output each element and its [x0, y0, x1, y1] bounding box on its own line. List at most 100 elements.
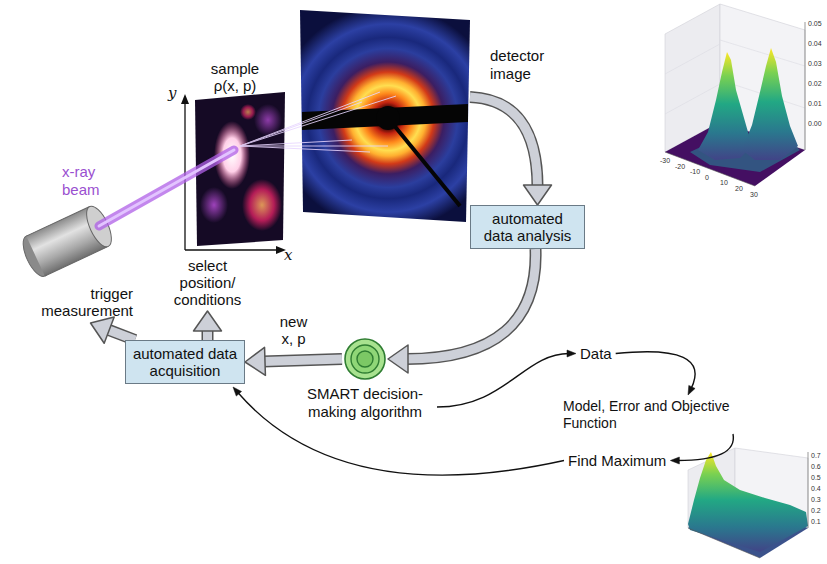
arrow-outline — [263, 359, 342, 361]
tick-label: -30 — [660, 157, 670, 165]
flow-line — [670, 434, 733, 464]
flow-arrow — [470, 97, 552, 205]
tick-label: 0.6 — [811, 463, 821, 471]
action-label: select position/ conditions — [160, 257, 255, 308]
step-text: Data — [580, 345, 612, 362]
illustration-part — [99, 150, 234, 226]
step-label: Find Maximum — [568, 452, 666, 469]
illustration-part — [99, 150, 234, 226]
tick-label: 0.02 — [808, 80, 822, 88]
axis-label: y — [168, 84, 176, 102]
arrow-outline — [470, 97, 538, 187]
tick-label: -10 — [690, 168, 700, 176]
arrow-line — [437, 354, 569, 408]
illustration-part — [300, 10, 470, 222]
algorithm-circle: SMART decision-making algorithm — [295, 337, 435, 421]
process-box: automated data analysis — [470, 205, 585, 249]
xray-source — [18, 203, 116, 280]
tick-label: 0.7 — [811, 452, 821, 460]
flow-line — [437, 350, 576, 407]
tick-label: 30 — [750, 191, 758, 199]
arrow-head — [388, 345, 408, 373]
sample-label: sample ρ(x, p) — [198, 60, 272, 94]
illustration-part — [181, 94, 189, 104]
flow-arrow — [194, 311, 222, 340]
box-text: automated data acquisition — [132, 345, 238, 379]
illustration-part — [688, 528, 760, 558]
step-label: Data — [580, 345, 612, 362]
arrow-outline — [406, 249, 536, 359]
illustration-part — [185, 249, 277, 250]
xray-beam — [99, 150, 234, 226]
illustration-part — [742, 48, 798, 160]
flow-arrow — [388, 249, 536, 373]
illustration-part — [808, 452, 809, 528]
arrow-line — [677, 434, 733, 461]
arrow-head — [233, 387, 242, 396]
illustration-part — [240, 96, 396, 146]
detector-image — [300, 10, 470, 222]
ring — [351, 345, 379, 373]
action-label: trigger measurement — [18, 285, 133, 319]
arrow-head — [688, 385, 695, 395]
surface-plot-objective — [688, 448, 808, 558]
step-text: Model, Error and Objective Function — [563, 398, 753, 432]
step-text: Find Maximum — [568, 452, 666, 469]
arrow-body — [263, 359, 342, 361]
tick-label: 0.00 — [808, 120, 822, 128]
illustration-part — [302, 104, 468, 130]
scattered-rays — [240, 92, 396, 152]
tick-label: 0.1 — [811, 518, 821, 526]
arrow-head — [194, 311, 222, 331]
illustration-part — [688, 452, 808, 552]
illustration-part — [18, 203, 116, 280]
arrow-head — [245, 347, 265, 375]
algorithm-label: SMART decision-making algorithm — [295, 385, 435, 421]
surface-plot-data — [665, 4, 805, 186]
arrow-body — [470, 97, 538, 187]
algorithm-symbol — [343, 337, 387, 381]
illustration-part — [200, 187, 228, 223]
arrow-body — [406, 249, 536, 359]
tick-label: 20 — [735, 185, 743, 193]
illustration-part — [665, 84, 720, 114]
arrow-head — [670, 457, 679, 464]
flow-line — [616, 352, 695, 395]
arrow-line — [616, 352, 695, 389]
arrow-head — [524, 185, 552, 205]
detector-label: detector image — [490, 47, 565, 83]
axis-label: x — [284, 246, 292, 264]
edge-label: new x, p — [274, 313, 314, 347]
illustration-part — [388, 118, 460, 206]
detector-node: detector image — [300, 5, 470, 225]
tick-label: 0.3 — [811, 496, 821, 504]
arrow-outline — [107, 329, 135, 340]
illustration-part — [240, 102, 362, 146]
flow-arrow — [245, 347, 342, 375]
illustration-part — [26, 207, 89, 237]
illustration-part — [698, 52, 752, 160]
tick-label: 0 — [705, 174, 709, 182]
illustration-part — [720, 40, 805, 66]
illustration-part — [665, 152, 755, 186]
action-text: select position/ conditions — [160, 257, 255, 308]
tick-label: 0.5 — [811, 474, 821, 482]
beam-label: x-ray beam — [62, 163, 112, 199]
illustration-part — [240, 140, 352, 146]
illustration-part — [665, 44, 720, 74]
step-label: Model, Error and Objective Function — [563, 398, 753, 432]
ring — [345, 339, 385, 379]
tick-label: 0.03 — [808, 60, 822, 68]
illustration-part — [240, 146, 388, 147]
illustration-part — [376, 106, 400, 130]
tick-label: 0.05 — [808, 20, 822, 28]
action-text: trigger measurement — [18, 285, 133, 319]
tick-label: 10 — [720, 179, 728, 187]
tick-label: 0.4 — [811, 485, 821, 493]
tick-label: 0.2 — [811, 507, 821, 515]
illustration-part — [45, 246, 108, 276]
tick-label: -20 — [675, 163, 685, 171]
illustration-part — [240, 92, 380, 146]
